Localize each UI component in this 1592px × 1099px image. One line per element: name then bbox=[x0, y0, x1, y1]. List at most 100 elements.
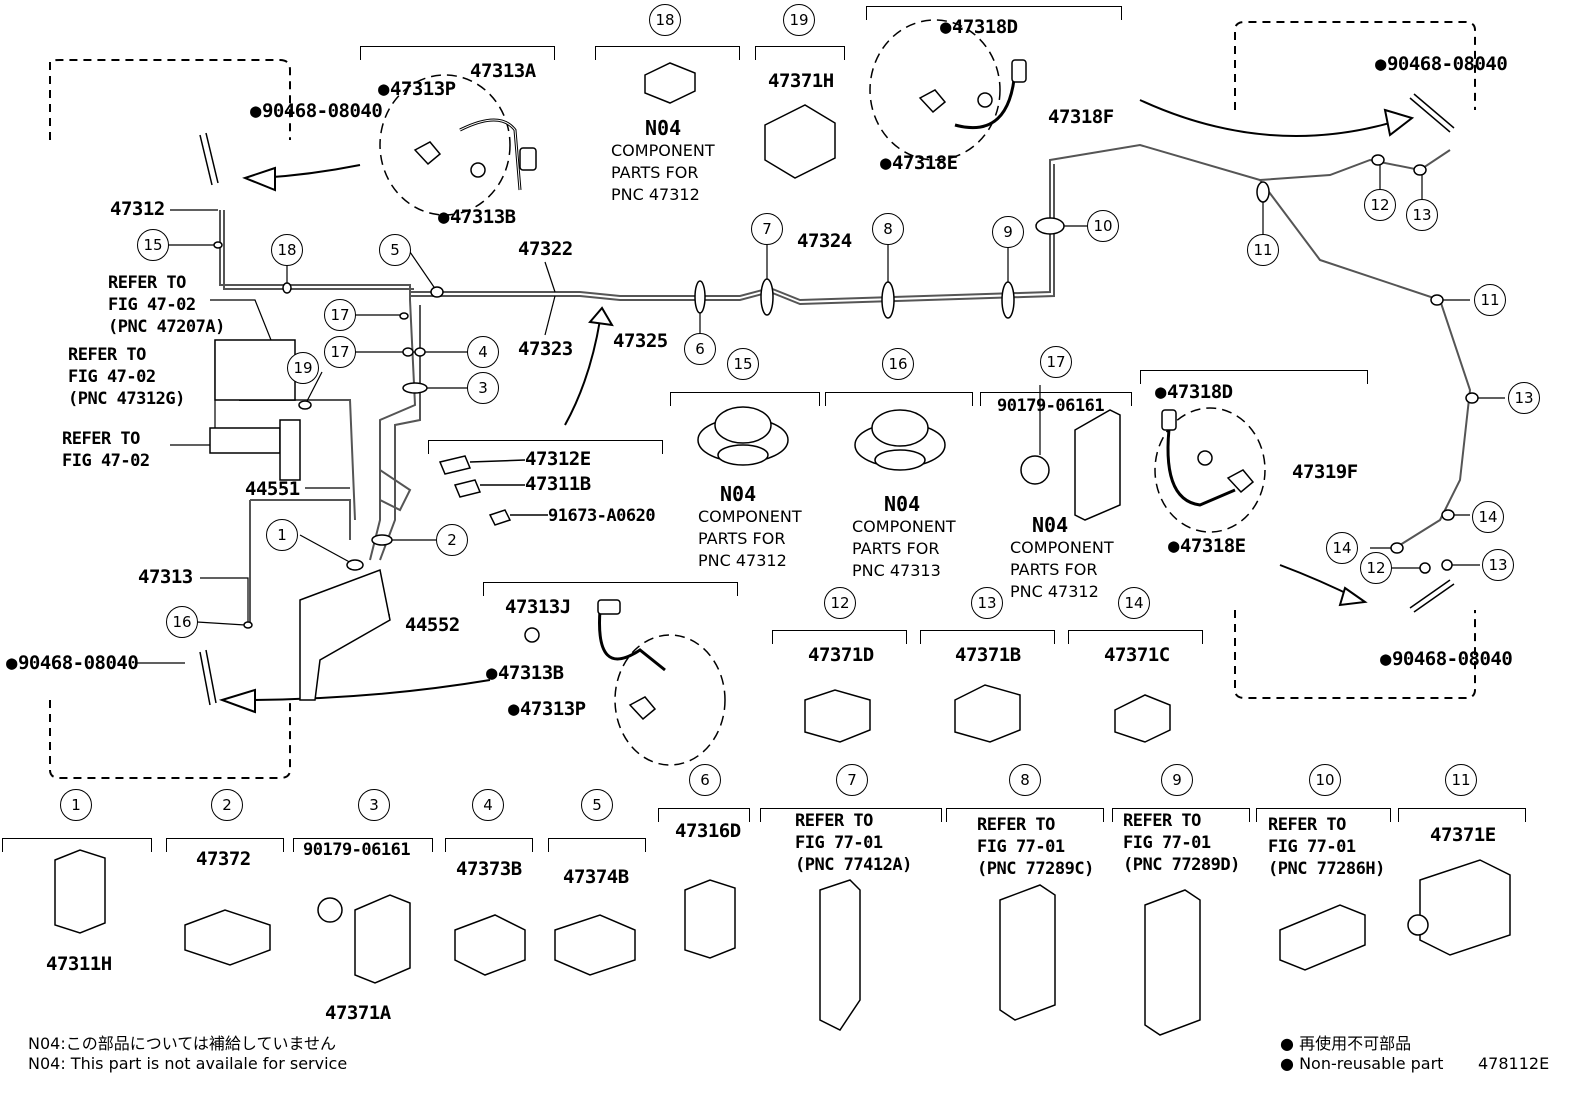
callout-4-section[interactable]: 4 bbox=[472, 789, 504, 821]
callout-13-tube-top[interactable]: 13 bbox=[1406, 199, 1438, 231]
callout-16-tube[interactable]: 16 bbox=[166, 606, 198, 638]
label-47325[interactable]: 47325 bbox=[613, 330, 668, 352]
callout-5-section[interactable]: 5 bbox=[581, 789, 613, 821]
label-47318e-top[interactable]: 47318E bbox=[880, 154, 958, 173]
callout-14-section[interactable]: 14 bbox=[1118, 587, 1150, 619]
label-90468-top-right[interactable]: 90468-08040 bbox=[1375, 55, 1508, 74]
label-47323[interactable]: 47323 bbox=[518, 338, 573, 360]
callout-11-tube-a[interactable]: 11 bbox=[1247, 234, 1279, 266]
label-90468-top-left[interactable]: 90468-08040 bbox=[250, 102, 383, 121]
legend-non-reusable-english: ● Non-reusable part bbox=[1280, 1054, 1443, 1073]
label-47318d-mid[interactable]: 47318D bbox=[1155, 383, 1233, 402]
section-bracket-19 bbox=[755, 46, 845, 60]
callout-7-tube[interactable]: 7 bbox=[751, 213, 783, 245]
callout-19-tube[interactable]: 19 bbox=[287, 352, 319, 384]
callout-12-tube-top[interactable]: 12 bbox=[1364, 189, 1396, 221]
label-47371d[interactable]: 47371D bbox=[808, 644, 874, 666]
callout-12-tube-bottom[interactable]: 12 bbox=[1360, 552, 1392, 584]
refer-47207a[interactable]: REFER TO FIG 47-02 (PNC 47207A) bbox=[108, 273, 225, 337]
label-90179-17[interactable]: 90179-06161 bbox=[997, 396, 1105, 416]
label-47371h[interactable]: 47371H bbox=[768, 70, 834, 92]
label-47371b[interactable]: 47371B bbox=[955, 644, 1021, 666]
callout-9-section[interactable]: 9 bbox=[1161, 764, 1193, 796]
callout-6-section[interactable]: 6 bbox=[689, 764, 721, 796]
part-sketches bbox=[54, 59, 1511, 1036]
label-47313p-top[interactable]: 47313P bbox=[378, 80, 456, 99]
callout-7-section[interactable]: 7 bbox=[836, 764, 868, 796]
callout-17-tube-a[interactable]: 17 bbox=[324, 299, 356, 331]
refer-47312g[interactable]: REFER TO FIG 47-02 (PNC 47312G) bbox=[68, 345, 185, 409]
label-47319f[interactable]: 47319F bbox=[1292, 461, 1358, 483]
refer-77286h[interactable]: REFER TO FIG 77-01 (PNC 77286H) bbox=[1268, 815, 1385, 879]
refer-fig-47-02[interactable]: REFER TO FIG 47-02 bbox=[62, 429, 150, 471]
refer-77289c[interactable]: REFER TO FIG 77-01 (PNC 77289C) bbox=[977, 815, 1094, 879]
callout-15-tube[interactable]: 15 bbox=[137, 229, 169, 261]
callout-5-tube[interactable]: 5 bbox=[379, 234, 411, 266]
refer-77412a[interactable]: REFER TO FIG 77-01 (PNC 77412A) bbox=[795, 811, 912, 875]
callout-13-tube-mid[interactable]: 13 bbox=[1508, 382, 1540, 414]
callout-2-tube[interactable]: 2 bbox=[436, 524, 468, 556]
legend-non-reusable-japanese: ● 再使用不可部品 bbox=[1280, 1030, 1411, 1054]
callout-9-tube[interactable]: 9 bbox=[992, 216, 1024, 248]
callout-17-tube-b[interactable]: 17 bbox=[324, 336, 356, 368]
label-47371e[interactable]: 47371E bbox=[1430, 824, 1496, 846]
section-bracket-17 bbox=[980, 392, 1132, 406]
label-47318e-mid[interactable]: 47318E bbox=[1168, 537, 1246, 556]
label-47371c[interactable]: 47371C bbox=[1104, 644, 1170, 666]
section-bracket-2 bbox=[166, 838, 284, 852]
component-note-17: COMPONENT PARTS FOR PNC 47312 bbox=[1010, 538, 1114, 601]
callout-10-tube[interactable]: 10 bbox=[1087, 210, 1119, 242]
label-47313[interactable]: 47313 bbox=[138, 566, 193, 588]
label-47313j[interactable]: 47313J bbox=[505, 596, 571, 618]
label-44551[interactable]: 44551 bbox=[245, 478, 300, 500]
callout-1-section[interactable]: 1 bbox=[60, 789, 92, 821]
callout-16-section[interactable]: 16 bbox=[882, 348, 914, 380]
callout-18-top[interactable]: 18 bbox=[649, 4, 681, 36]
callout-17-section[interactable]: 17 bbox=[1040, 346, 1072, 378]
callout-19-top[interactable]: 19 bbox=[783, 4, 815, 36]
label-47311h[interactable]: 47311H bbox=[46, 953, 112, 975]
label-47318f[interactable]: 47318F bbox=[1048, 106, 1114, 128]
label-90179-3[interactable]: 90179-06161 bbox=[303, 840, 411, 860]
tube-clip-markers bbox=[213, 154, 1479, 629]
label-47373b[interactable]: 47373B bbox=[456, 858, 522, 880]
callout-2-section[interactable]: 2 bbox=[211, 789, 243, 821]
callout-15-section[interactable]: 15 bbox=[727, 348, 759, 380]
callout-14-tube-b[interactable]: 14 bbox=[1326, 532, 1358, 564]
callout-6-tube[interactable]: 6 bbox=[684, 333, 716, 365]
callout-12-section[interactable]: 12 bbox=[824, 587, 856, 619]
label-47371a[interactable]: 47371A bbox=[325, 1002, 391, 1024]
label-47374b[interactable]: 47374B bbox=[563, 866, 629, 888]
refer-77289d[interactable]: REFER TO FIG 77-01 (PNC 77289D) bbox=[1123, 811, 1240, 875]
callout-10-section[interactable]: 10 bbox=[1309, 764, 1341, 796]
label-47311b[interactable]: 47311B bbox=[525, 473, 591, 495]
label-90468-bottom-right[interactable]: 90468-08040 bbox=[1380, 650, 1513, 669]
label-47318d-top[interactable]: 47318D bbox=[940, 18, 1018, 37]
callout-8-section[interactable]: 8 bbox=[1009, 764, 1041, 796]
callout-11-section[interactable]: 11 bbox=[1445, 764, 1477, 796]
label-47322[interactable]: 47322 bbox=[518, 238, 573, 260]
callout-4-tube[interactable]: 4 bbox=[467, 336, 499, 368]
label-47312e[interactable]: 47312E bbox=[525, 448, 591, 470]
callout-13-section[interactable]: 13 bbox=[971, 587, 1003, 619]
callout-13-tube-bottom[interactable]: 13 bbox=[1482, 549, 1514, 581]
callout-1-tube[interactable]: 1 bbox=[266, 519, 298, 551]
label-91673[interactable]: 91673-A0620 bbox=[548, 506, 656, 526]
callout-3-section[interactable]: 3 bbox=[358, 789, 390, 821]
label-90468-bottom-left[interactable]: 90468-08040 bbox=[6, 654, 139, 673]
callout-18-tube[interactable]: 18 bbox=[271, 234, 303, 266]
label-47313p-bottom[interactable]: 47313P bbox=[508, 700, 586, 719]
callout-3-tube[interactable]: 3 bbox=[467, 372, 499, 404]
label-47316d[interactable]: 47316D bbox=[675, 820, 741, 842]
label-47324[interactable]: 47324 bbox=[797, 230, 852, 252]
label-47313b-top[interactable]: 47313B bbox=[438, 208, 516, 227]
section-bracket-1 bbox=[2, 838, 152, 852]
callout-8-tube[interactable]: 8 bbox=[872, 213, 904, 245]
callout-11-tube-b[interactable]: 11 bbox=[1474, 284, 1506, 316]
label-44552[interactable]: 44552 bbox=[405, 614, 460, 636]
label-47372[interactable]: 47372 bbox=[196, 848, 251, 870]
label-47313b-bottom[interactable]: 47313B bbox=[486, 664, 564, 683]
label-47313a[interactable]: 47313A bbox=[470, 60, 536, 82]
label-47312[interactable]: 47312 bbox=[110, 198, 165, 220]
callout-14-tube-a[interactable]: 14 bbox=[1472, 501, 1504, 533]
